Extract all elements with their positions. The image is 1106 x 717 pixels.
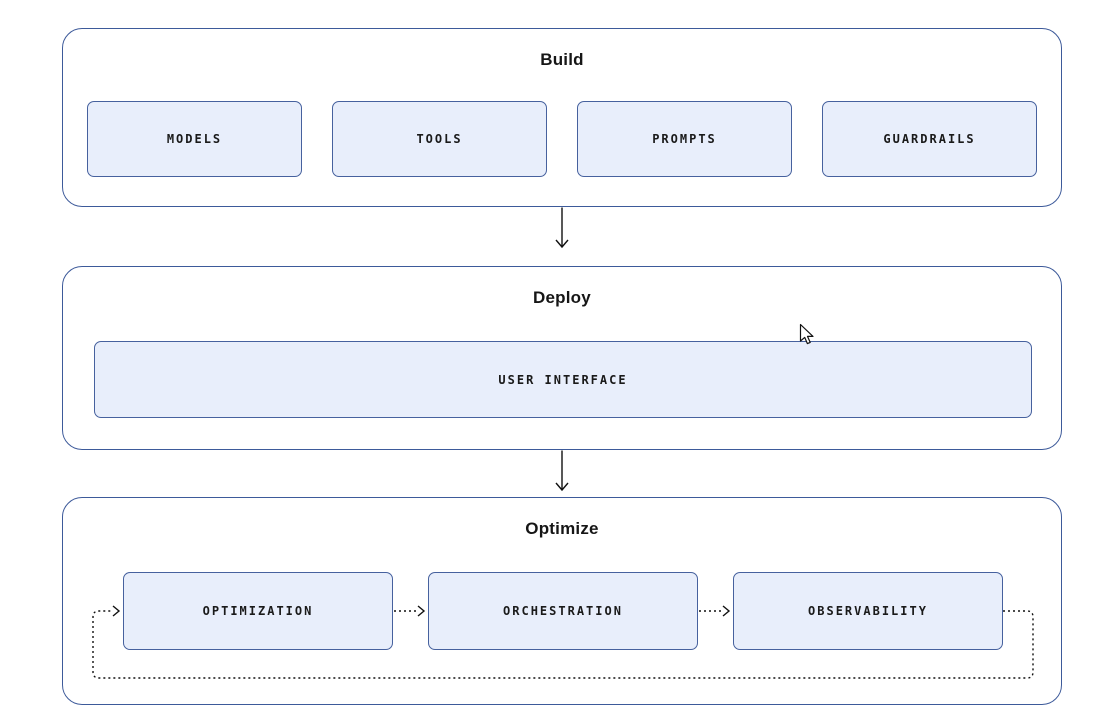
build-section: Build MODELS TOOLS PROMPTS GUARDRAILS <box>62 28 1062 207</box>
deploy-section-title: Deploy <box>533 288 591 307</box>
node-tools-label: TOOLS <box>416 132 463 146</box>
optimize-section-title: Optimize <box>525 519 599 538</box>
node-observability-label: OBSERVABILITY <box>808 604 928 618</box>
node-prompts-label: PROMPTS <box>652 132 717 146</box>
arrow-deploy-to-optimize <box>555 450 569 492</box>
build-nodes-row: MODELS TOOLS PROMPTS GUARDRAILS <box>63 101 1061 177</box>
arrow-build-to-deploy <box>555 207 569 249</box>
node-optimization-label: OPTIMIZATION <box>202 604 314 618</box>
node-user-interface: USER INTERFACE <box>94 341 1032 418</box>
node-models: MODELS <box>87 101 302 177</box>
node-models-label: MODELS <box>166 132 223 146</box>
deploy-section: Deploy USER INTERFACE <box>62 266 1062 450</box>
node-guardrails: GUARDRAILS <box>822 101 1037 177</box>
node-guardrails-label: GUARDRAILS <box>883 132 976 146</box>
node-observability: OBSERVABILITY <box>733 572 1003 650</box>
optimize-section: Optimize OPTIMIZATION ORCHESTRATION OBSE… <box>62 497 1062 705</box>
node-tools: TOOLS <box>332 101 547 177</box>
node-orchestration-label: ORCHESTRATION <box>503 604 623 618</box>
node-prompts: PROMPTS <box>577 101 792 177</box>
node-user-interface-label: USER INTERFACE <box>498 372 628 387</box>
node-orchestration: ORCHESTRATION <box>428 572 698 650</box>
node-optimization: OPTIMIZATION <box>123 572 393 650</box>
build-section-title: Build <box>540 50 584 69</box>
